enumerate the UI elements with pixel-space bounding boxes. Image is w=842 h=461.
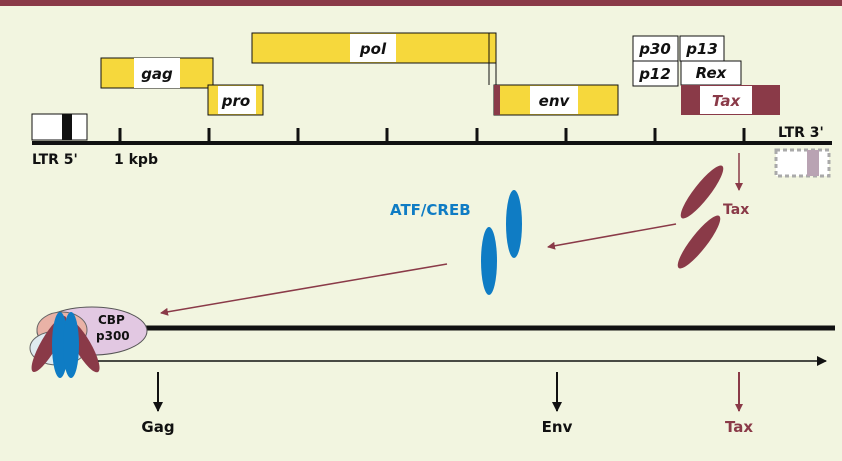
gene-tax: Tax (681, 85, 780, 115)
svg-text:Gag: Gag (141, 418, 174, 436)
atf-creb-complex: ATF/CREB (390, 190, 522, 295)
ltr3-box (774, 148, 831, 178)
svg-text:Tax: Tax (712, 92, 742, 110)
product-gag: Gag (141, 372, 175, 436)
gene-pol: pol (251, 32, 497, 85)
tax-protein-lower (677, 215, 721, 269)
tax-to-creb-arrow (547, 223, 677, 250)
svg-text:Rex: Rex (696, 64, 728, 82)
ltr5-box (31, 113, 88, 141)
top-accent-bar (0, 0, 842, 6)
tax-expression: Tax (677, 153, 749, 269)
promoter-complex: CBP p300 (29, 306, 148, 378)
cbp-label: CBP (98, 313, 125, 327)
product-env: Env (542, 372, 573, 436)
gene-p13: p13 (679, 35, 725, 62)
complex-creb-right (63, 312, 79, 378)
gene-rex: Rex (680, 60, 742, 86)
ltr3-label: LTR 3' (778, 125, 824, 141)
gene-p30: p30 (632, 35, 679, 62)
creb-to-promoter-arrow (160, 263, 448, 316)
gene-gag: gag (100, 57, 214, 89)
tax-protein-upper (680, 165, 724, 219)
gene-env: env (493, 84, 619, 116)
atf-creb-protein-2 (481, 227, 497, 295)
svg-text:pol: pol (359, 40, 387, 58)
product-tax: Tax (725, 372, 753, 436)
svg-text:env: env (539, 92, 571, 110)
svg-text:pro: pro (221, 92, 250, 110)
complex-creb-left (52, 312, 68, 378)
ltr5-label: LTR 5' (32, 152, 78, 168)
gene-p12: p12 (632, 60, 679, 87)
gene-pro: pro (207, 84, 264, 116)
svg-text:Env: Env (542, 418, 573, 436)
svg-text:Tax: Tax (725, 418, 753, 436)
atf-creb-protein-1 (506, 190, 522, 258)
tax-protein-label: Tax (723, 202, 749, 218)
svg-text:p13: p13 (685, 40, 718, 58)
svg-text:p12: p12 (638, 65, 671, 83)
atf-creb-label: ATF/CREB (390, 201, 471, 219)
svg-text:gag: gag (141, 65, 173, 83)
p300-label: p300 (96, 329, 130, 343)
svg-text:p30: p30 (638, 40, 671, 58)
genome-map: LTR 5' 1 kpb LTR 3' gag pro pol (31, 32, 832, 178)
scale-label: 1 kpb (114, 152, 158, 168)
kb-ticks (118, 128, 746, 143)
